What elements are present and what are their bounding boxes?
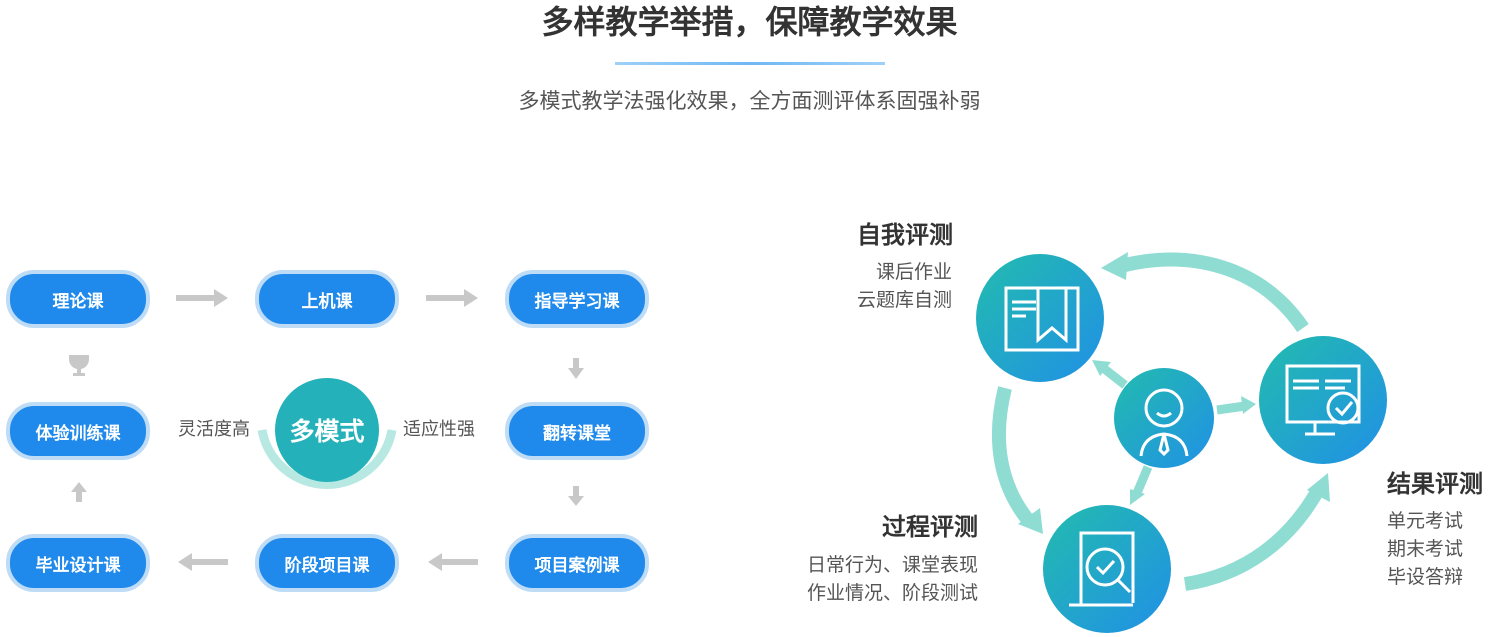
arrow-down-icon — [568, 358, 584, 379]
trophy-icon — [68, 355, 90, 376]
page-subtitle: 多模式教学法强化效果，全方面测评体系固强补弱 — [518, 89, 981, 113]
arc-arrow — [1123, 252, 1309, 333]
course-pill: 翻转课堂 — [505, 402, 649, 460]
self-eval-line: 云题库自测 — [856, 289, 952, 311]
student-circle — [1114, 368, 1214, 468]
result-eval-line: 期末考试 — [1387, 538, 1464, 560]
book-bookmark-icon — [1004, 286, 1080, 352]
title-underline — [615, 62, 885, 65]
self-eval-circle — [976, 254, 1104, 382]
self-eval-line: 课后作业 — [875, 261, 952, 283]
arrow-left-icon — [178, 553, 228, 571]
arrow-left-icon — [428, 553, 478, 571]
course-pill: 项目案例课 — [505, 534, 649, 592]
flow-arrows — [68, 289, 584, 571]
result-eval-circle — [1259, 336, 1387, 464]
arc-arrow — [1183, 486, 1325, 591]
process-eval-line: 作业情况、阶段测试 — [806, 582, 978, 604]
process-eval-circle — [1043, 505, 1171, 633]
monitor-check-icon — [1285, 364, 1361, 436]
result-eval-line: 毕设答辩 — [1387, 566, 1464, 588]
result-eval-line: 单元考试 — [1387, 510, 1464, 532]
result-eval-title: 结果评测 — [1387, 470, 1483, 498]
arc-arrow — [991, 386, 1034, 525]
course-pill: 理论课 — [6, 270, 150, 328]
process-eval-title: 过程评测 — [882, 513, 978, 541]
course-pill: 体验训练课 — [6, 402, 150, 460]
page-title: 多样教学举措，保障教学效果 — [541, 3, 958, 41]
course-pill: 毕业设计课 — [6, 534, 150, 592]
arrow-up-icon — [71, 482, 87, 502]
left-label: 灵活度高 — [178, 419, 250, 440]
arrow-right-icon — [176, 289, 228, 307]
person-icon — [1139, 388, 1189, 457]
right-label: 适应性强 — [403, 419, 475, 440]
course-pill: 指导学习课 — [505, 270, 649, 328]
process-eval-line: 日常行为、课堂表现 — [806, 554, 978, 576]
arrow-right-icon — [426, 289, 478, 307]
arrow-down-icon — [568, 486, 584, 506]
course-pill: 上机课 — [255, 270, 399, 328]
center-hub: 多模式 — [275, 378, 379, 482]
center-arc — [257, 429, 397, 490]
course-pill: 阶段项目课 — [255, 534, 399, 592]
self-eval-title: 自我评测 — [857, 221, 953, 249]
document-search-icon — [1069, 531, 1135, 607]
